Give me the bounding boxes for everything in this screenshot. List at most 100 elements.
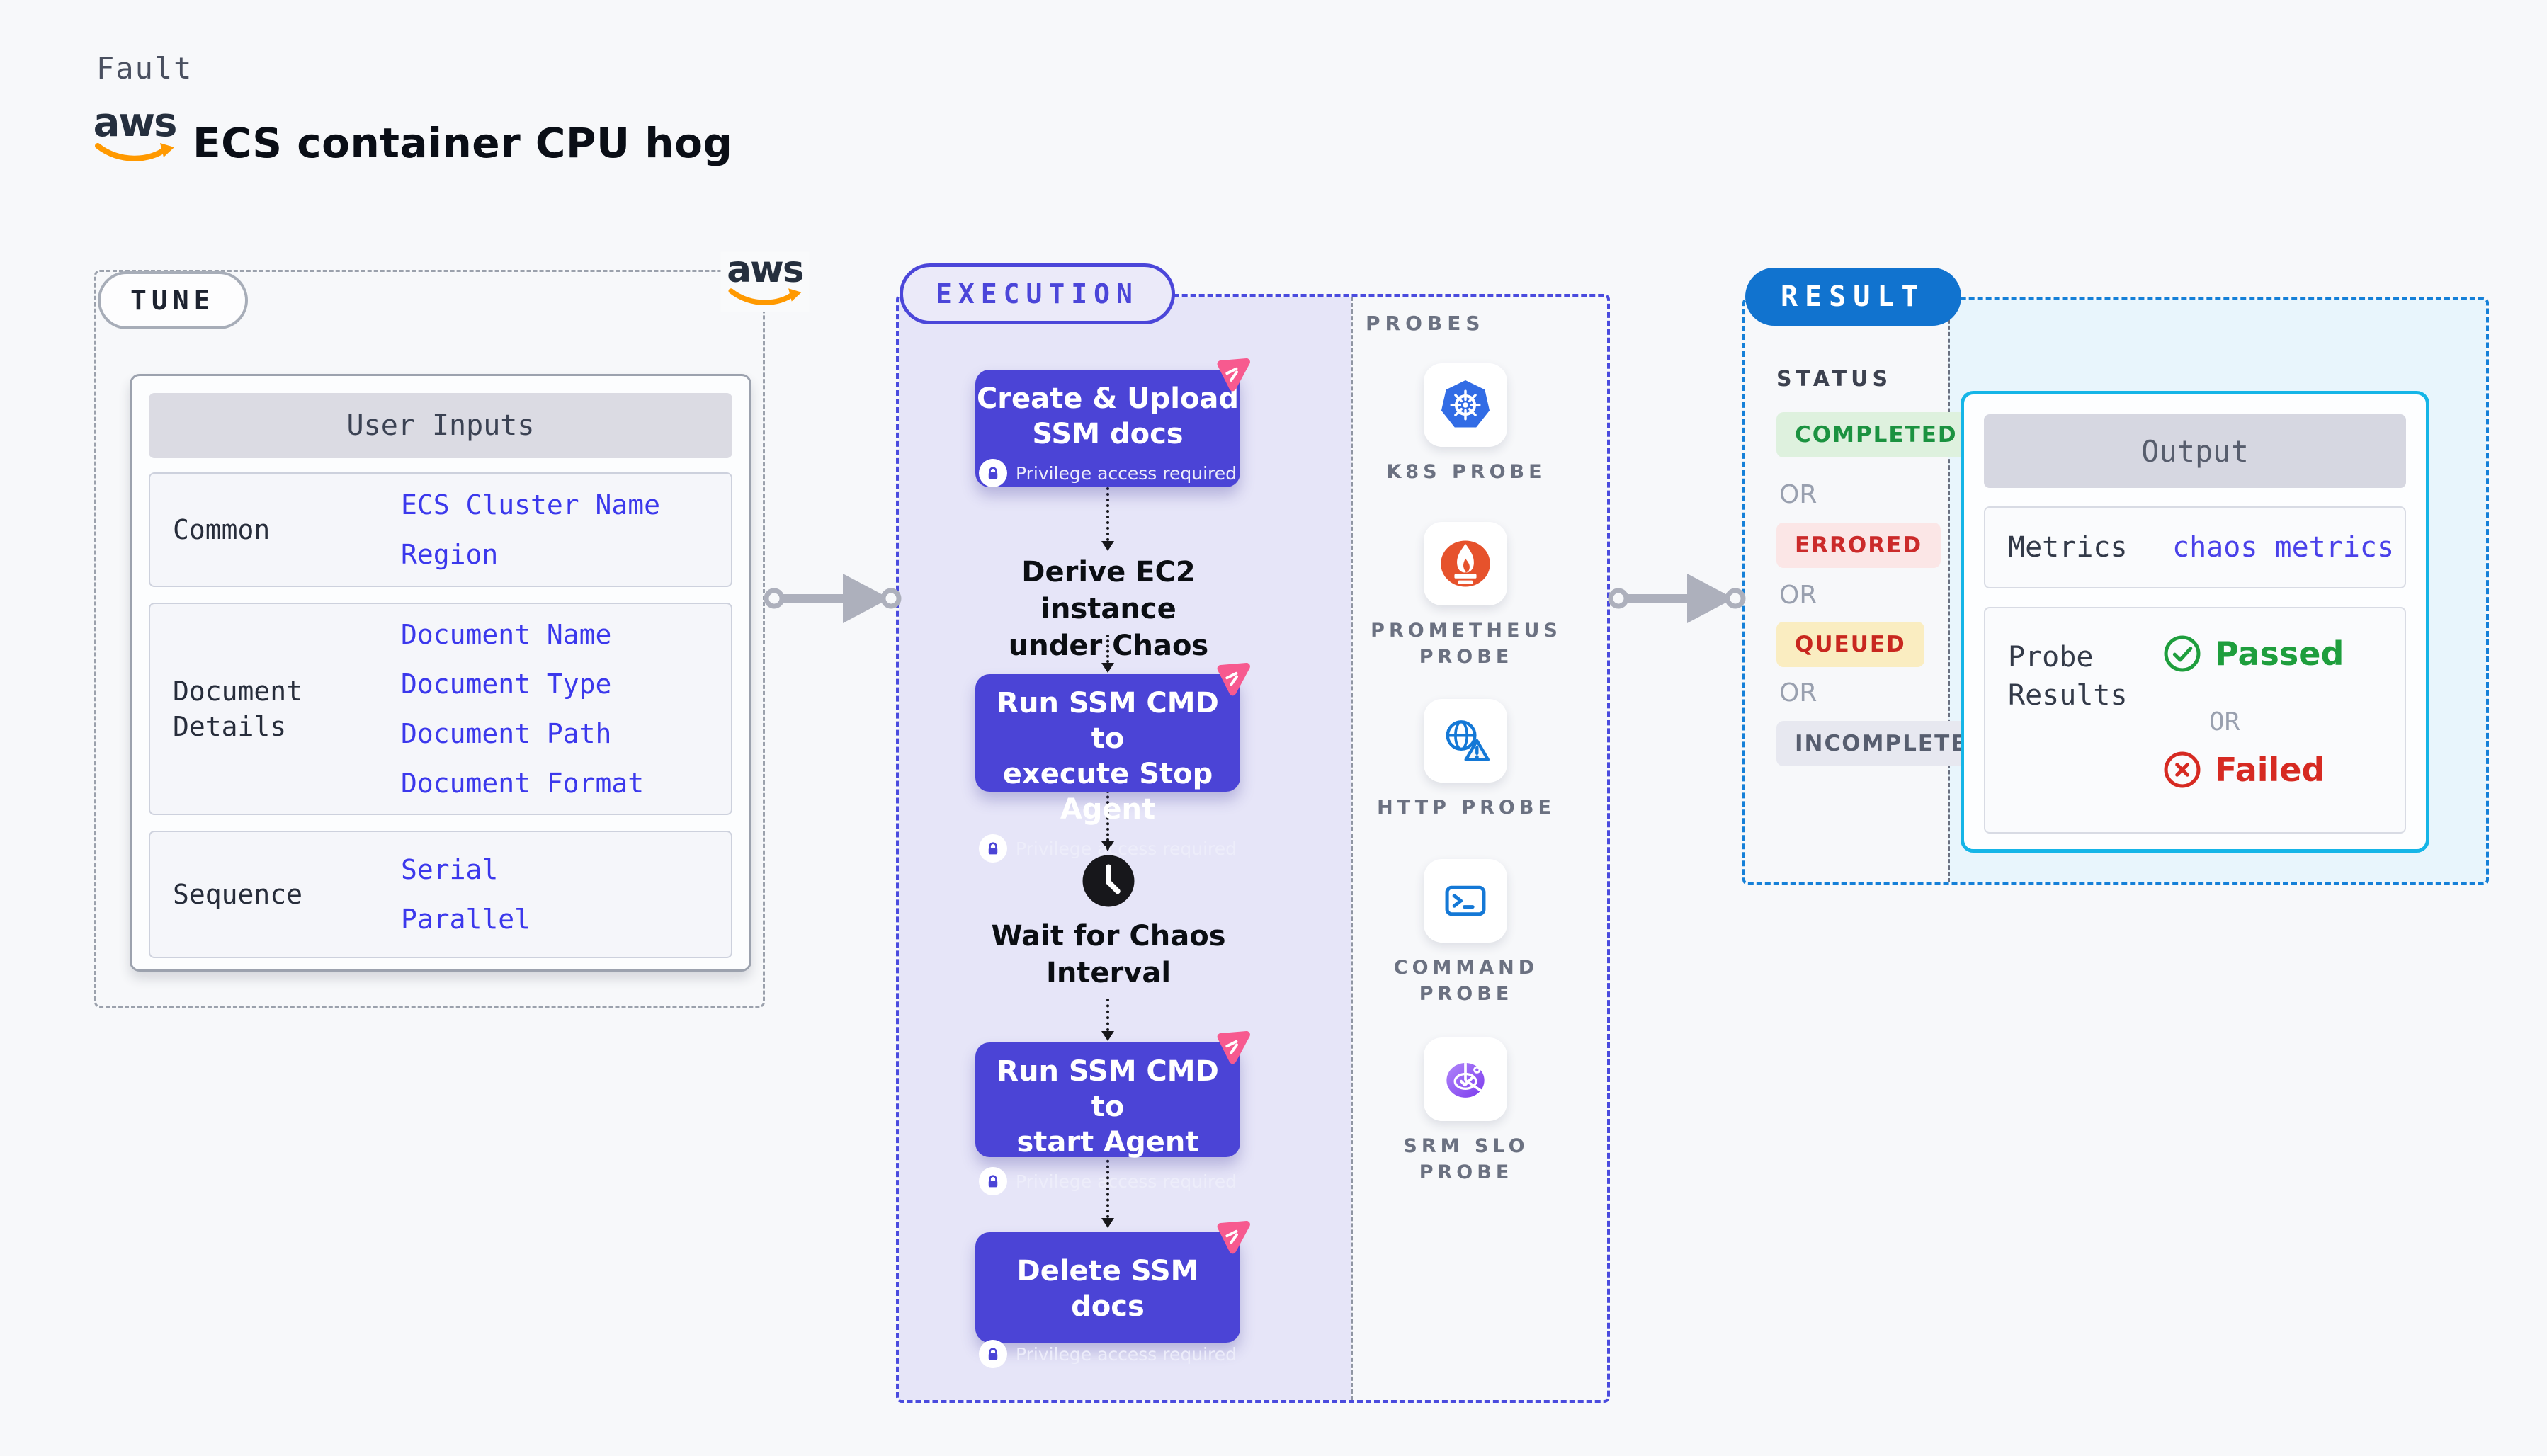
status-divider xyxy=(1948,300,1950,882)
metrics-label: Metrics xyxy=(2008,531,2128,564)
status-title: STATUS xyxy=(1776,367,1893,392)
probe-label-srm-slo: SRM SLO PROBE xyxy=(1403,1135,1529,1183)
input-row-document-details: Document Details Document Name Document … xyxy=(149,603,732,815)
prometheus-icon xyxy=(1441,540,1490,587)
step-title: start Agent xyxy=(1016,1126,1199,1159)
privilege-badge: Privilege access required xyxy=(975,1340,1240,1368)
status-badge-errored: ERRORED xyxy=(1776,523,1941,568)
aws-wordmark: aws xyxy=(93,100,178,146)
input-value: Document Name xyxy=(401,619,612,650)
or-label: OR xyxy=(1779,581,1817,610)
user-inputs-header: User Inputs xyxy=(149,393,732,458)
probe-label-prometheus: PROMETHEUS PROBE xyxy=(1371,620,1562,668)
execution-pill: EXECUTION xyxy=(900,263,1175,324)
step-card-run-ssm-cmd-stop-agent: Run SSM CMD to execute Stop Agent Privil… xyxy=(975,663,1250,863)
passed-label: Passed xyxy=(2215,635,2344,673)
step-title: execute Stop Agent xyxy=(1002,758,1213,826)
row-values: ECS Cluster Name Region xyxy=(401,480,660,579)
input-row-common: Common ECS Cluster Name Region xyxy=(149,472,732,587)
flow-arrow-execution-to-result xyxy=(1608,574,1746,623)
step-card-create-upload-ssm-docs: Create & Upload SSM docs Privilege acces… xyxy=(975,358,1250,487)
chaos-badge-icon xyxy=(1217,1221,1250,1254)
aws-smile-icon xyxy=(728,288,802,305)
kubernetes-icon xyxy=(1441,380,1490,428)
failed-verdict: Failed xyxy=(2162,750,2325,790)
fault-kind-label: Fault xyxy=(96,51,193,86)
row-values: Document Name Document Type Document Pat… xyxy=(401,610,644,808)
input-value: Serial xyxy=(401,854,499,885)
dotted-arrow xyxy=(1101,487,1114,551)
probe-card-command xyxy=(1424,859,1507,943)
chaos-badge-icon xyxy=(1217,663,1250,696)
step-card-delete-ssm-docs: Delete SSM docs Privilege access require… xyxy=(975,1221,1250,1368)
step-title: Create & Upload xyxy=(976,382,1240,415)
input-value: Document Format xyxy=(401,768,645,799)
output-header: Output xyxy=(1984,414,2406,488)
lock-icon xyxy=(978,834,1007,863)
output-card: Output Metrics chaos metrics Probe Resul… xyxy=(1961,391,2429,853)
status-badge-queued: QUEUED xyxy=(1776,622,1924,667)
tune-section xyxy=(94,270,765,1008)
step-title: Run SSM CMD to xyxy=(997,1055,1219,1123)
input-value: Region xyxy=(401,539,499,570)
status-badge-completed: COMPLETED xyxy=(1776,412,1976,457)
result-pill: RESULT xyxy=(1745,268,1961,326)
aws-smile-icon xyxy=(95,143,174,161)
privilege-badge: Privilege access required xyxy=(975,1167,1240,1195)
probe-card-prometheus xyxy=(1424,522,1507,605)
aws-logo: aws xyxy=(92,100,178,166)
passed-verdict: Passed xyxy=(2162,634,2344,673)
metrics-value: chaos metrics xyxy=(2172,531,2395,564)
page-title: ECS container CPU hog xyxy=(193,119,733,167)
step-title: Delete SSM docs xyxy=(1016,1255,1199,1323)
privilege-label: Privilege access required xyxy=(1015,838,1237,859)
check-circle-icon xyxy=(2164,635,2201,672)
input-value: Document Type xyxy=(401,669,612,700)
privilege-label: Privilege access required xyxy=(1015,1171,1237,1192)
probe-card-k8s xyxy=(1424,363,1507,447)
row-label: Common xyxy=(173,514,271,545)
input-value: ECS Cluster Name xyxy=(401,489,661,521)
srm-slo-icon xyxy=(1446,1063,1485,1098)
flow-arrow-tune-to-execution xyxy=(764,574,902,623)
dotted-arrow xyxy=(1101,790,1114,851)
probe-label-command: COMMAND PROBE xyxy=(1393,957,1539,1005)
derive-ec2-step-text: Derive EC2 instance under Chaos xyxy=(1008,556,1209,662)
probe-card-srm-slo xyxy=(1424,1037,1507,1121)
user-inputs-card: User Inputs Common ECS Cluster Name Regi… xyxy=(130,374,751,972)
step-title: Run SSM CMD to xyxy=(997,687,1219,755)
lock-icon xyxy=(978,1340,1007,1368)
privilege-badge: Privilege access required xyxy=(975,834,1240,863)
privilege-label: Privilege access required xyxy=(1015,462,1237,484)
dotted-arrow xyxy=(1101,999,1114,1041)
failed-label: Failed xyxy=(2215,751,2325,789)
step-title: SSM docs xyxy=(1032,418,1184,450)
probe-results-label: Probe Results xyxy=(2008,641,2128,712)
chaos-badge-icon xyxy=(1217,358,1250,392)
row-values: Serial Parallel xyxy=(401,845,531,944)
or-label: OR xyxy=(2209,707,2240,736)
or-label: OR xyxy=(1779,678,1817,707)
dotted-arrow xyxy=(1101,1154,1114,1228)
privilege-label: Privilege access required xyxy=(1015,1343,1237,1365)
dotted-arrow xyxy=(1101,635,1114,673)
privilege-badge: Privilege access required xyxy=(975,459,1240,487)
wait-chaos-interval-text: Wait for Chaos Interval xyxy=(991,920,1226,989)
tune-pill: TUNE xyxy=(98,271,248,329)
input-value: Parallel xyxy=(401,904,531,935)
probe-results-row: Probe Results Passed OR Failed xyxy=(1984,607,2406,834)
clock-icon xyxy=(1082,854,1135,908)
or-label: OR xyxy=(1779,480,1817,509)
chaos-badge-icon xyxy=(1217,1031,1250,1064)
lock-icon xyxy=(978,459,1007,487)
row-label: Document Details xyxy=(173,676,303,742)
http-globe-icon xyxy=(1446,720,1490,761)
input-row-sequence: Sequence Serial Parallel xyxy=(149,831,732,958)
probe-label-k8s: K8S PROBE xyxy=(1386,461,1546,483)
lock-icon xyxy=(978,1167,1007,1195)
metrics-row: Metrics chaos metrics xyxy=(1984,506,2406,588)
input-value: Document Path xyxy=(401,718,612,749)
probe-label-http: HTTP PROBE xyxy=(1377,797,1555,819)
step-card-run-ssm-cmd-start-agent: Run SSM CMD to start Agent Privilege acc… xyxy=(975,1031,1250,1195)
user-inputs-rows: Common ECS Cluster Name Region Document … xyxy=(149,472,732,958)
